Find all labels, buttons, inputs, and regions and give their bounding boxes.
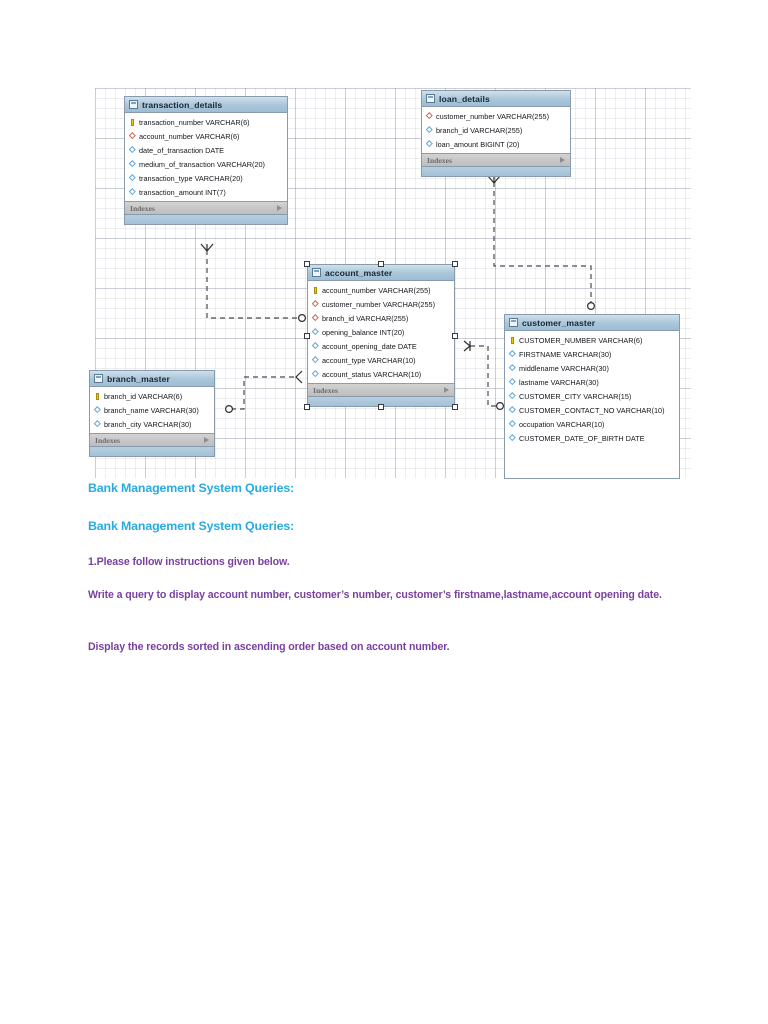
erd-grid-canvas: [95, 88, 691, 478]
instruction-line-2: Write a query to display account number,…: [88, 589, 662, 601]
page-heading-2: Bank Management System Queries:: [88, 519, 295, 533]
instruction-line-1: 1.Please follow instructions given below…: [88, 556, 290, 568]
page-heading-1: Bank Management System Queries:: [88, 481, 295, 495]
result-table-clip: ACCOUNT_NUMBERCUSTOMER_NUMBERFIRSTNAMELA…: [0, 766, 768, 924]
instruction-line-3: Display the records sorted in ascending …: [88, 641, 450, 653]
